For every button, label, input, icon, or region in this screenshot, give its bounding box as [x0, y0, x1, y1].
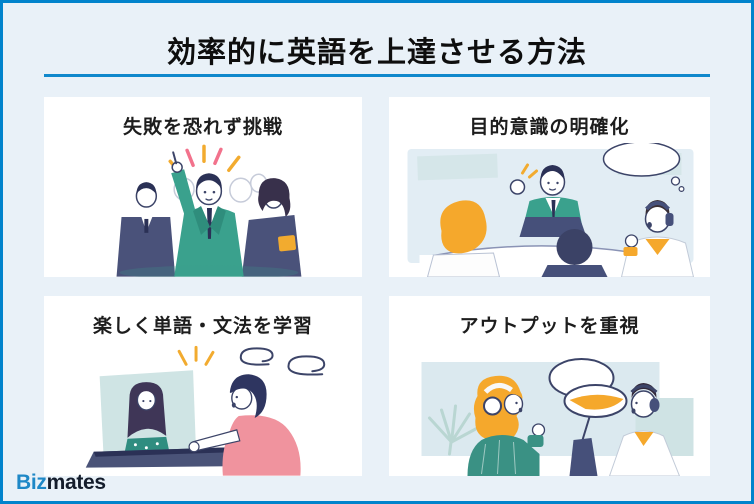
plant-icon [428, 404, 479, 456]
video-call-screen [99, 370, 197, 458]
headphones-icon [630, 384, 658, 394]
monitor-icon [569, 438, 598, 476]
thought-bubble-icon [602, 143, 681, 177]
ground-shadow [119, 265, 299, 277]
speech-bubbles-icon [548, 358, 628, 441]
card-challenge-label: 失敗を恐れず挑戦 [122, 117, 283, 138]
logo-prefix: Biz [16, 471, 47, 494]
card-challenge: 失敗を恐れず挑戦 [44, 97, 362, 277]
title-underline [44, 74, 710, 77]
card-fun-study: 楽しく単語・文法を学習 [44, 296, 362, 476]
illustration-team-meeting-icon [407, 143, 695, 277]
headphones-icon [483, 383, 513, 394]
speaker-woman [467, 375, 546, 476]
speaker-man [608, 383, 681, 476]
illustration-businessman-pointing-up-icon [116, 144, 302, 277]
listener-woman [426, 200, 501, 277]
page-title: 効率的に英語を上達させる方法 [166, 37, 587, 69]
logo-suffix: mates [46, 471, 107, 494]
swirl-speech-bubbles-icon [239, 347, 326, 376]
presenter-man [509, 163, 587, 237]
card-output-label: アウトプットを重視 [459, 316, 640, 337]
headphones-icon [645, 201, 670, 211]
card-output: アウトプットを重視 [389, 296, 710, 476]
card-fun-study-label: 楽しく単語・文法を学習 [92, 316, 313, 337]
learner-woman [188, 374, 301, 476]
listener-back [541, 229, 608, 277]
sparkle-lines-icon [177, 345, 215, 366]
card-purpose: 目的意識の明確化 [389, 97, 710, 277]
colleague-right [241, 178, 302, 277]
colleague-left [116, 182, 176, 277]
card-grid: 失敗を恐れず挑戦 [44, 97, 710, 476]
card-purpose-label: 目的意識の明確化 [469, 117, 630, 138]
illustration-online-lesson-icon [85, 345, 326, 476]
remote-listener-man [602, 143, 695, 277]
bizmates-logo: Bizmates [16, 471, 106, 495]
pointing-man [171, 151, 244, 277]
illustration-headset-conversation-icon [421, 358, 694, 476]
